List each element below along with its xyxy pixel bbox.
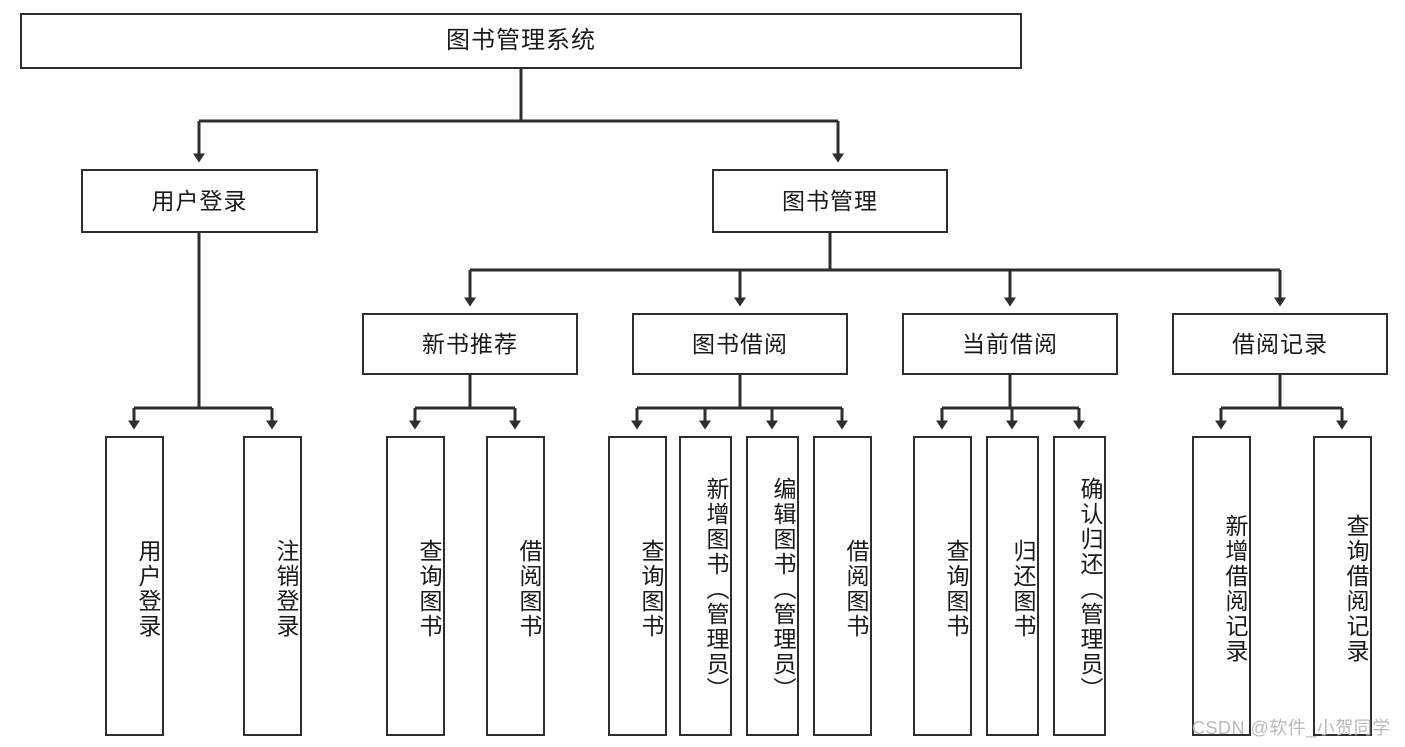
node-label: 查询借阅记录 (1343, 514, 1369, 664)
node-label: 编辑图书（管理员） (770, 476, 796, 702)
node-label: 查询图书 (416, 539, 442, 639)
node-leaf-borrow-book-1[interactable]: 借阅图书 (486, 436, 545, 736)
csdn-watermark: CSDN @软件_小贺同学 (1192, 718, 1391, 738)
node-user-login[interactable]: 用户登录 (81, 169, 318, 233)
node-label: 新增图书（管理员） (703, 476, 729, 702)
node-label: 归还图书 (1010, 539, 1036, 639)
node-leaf-query-book-3[interactable]: 查询图书 (913, 436, 972, 736)
node-label: 当前借阅 (962, 330, 1058, 357)
node-leaf-query-borrow-record[interactable]: 查询借阅记录 (1313, 436, 1372, 736)
node-new-book-recommend[interactable]: 新书推荐 (362, 313, 578, 375)
node-borrow-record[interactable]: 借阅记录 (1172, 313, 1388, 375)
node-leaf-user-login[interactable]: 用户登录 (105, 436, 164, 736)
node-label: 新书推荐 (422, 330, 518, 357)
node-label: 用户登录 (151, 187, 248, 214)
node-book-manage[interactable]: 图书管理 (712, 169, 948, 233)
node-label: 查询图书 (638, 539, 664, 639)
node-label: 图书管理 (782, 187, 878, 214)
node-label: 用户登录 (135, 539, 161, 639)
node-root[interactable]: 图书管理系统 (20, 13, 1022, 69)
node-label: 借阅图书 (843, 539, 869, 639)
node-leaf-user-logout[interactable]: 注销登录 (243, 436, 302, 736)
node-label: 查询图书 (943, 539, 969, 639)
node-label: 借阅记录 (1232, 330, 1328, 357)
node-leaf-query-book-1[interactable]: 查询图书 (386, 436, 445, 736)
node-leaf-borrow-book-2[interactable]: 借阅图书 (813, 436, 872, 736)
node-current-borrow[interactable]: 当前借阅 (902, 313, 1118, 375)
node-leaf-confirm-return-admin[interactable]: 确认归还（管理员） (1053, 436, 1106, 736)
node-label: 确认归还（管理员） (1077, 476, 1103, 702)
node-label: 注销登录 (273, 539, 299, 639)
node-leaf-add-book-admin[interactable]: 新增图书（管理员） (679, 436, 732, 736)
node-leaf-add-borrow-record[interactable]: 新增借阅记录 (1192, 436, 1251, 736)
node-label: 图书借阅 (692, 330, 788, 357)
node-label: 新增借阅记录 (1222, 514, 1248, 664)
node-leaf-edit-book-admin[interactable]: 编辑图书（管理员） (746, 436, 799, 736)
node-book-borrow[interactable]: 图书借阅 (632, 313, 848, 375)
node-leaf-return-book[interactable]: 归还图书 (986, 436, 1039, 736)
node-label: 图书管理系统 (446, 27, 596, 54)
node-leaf-query-book-2[interactable]: 查询图书 (608, 436, 667, 736)
node-label: 借阅图书 (516, 539, 542, 639)
